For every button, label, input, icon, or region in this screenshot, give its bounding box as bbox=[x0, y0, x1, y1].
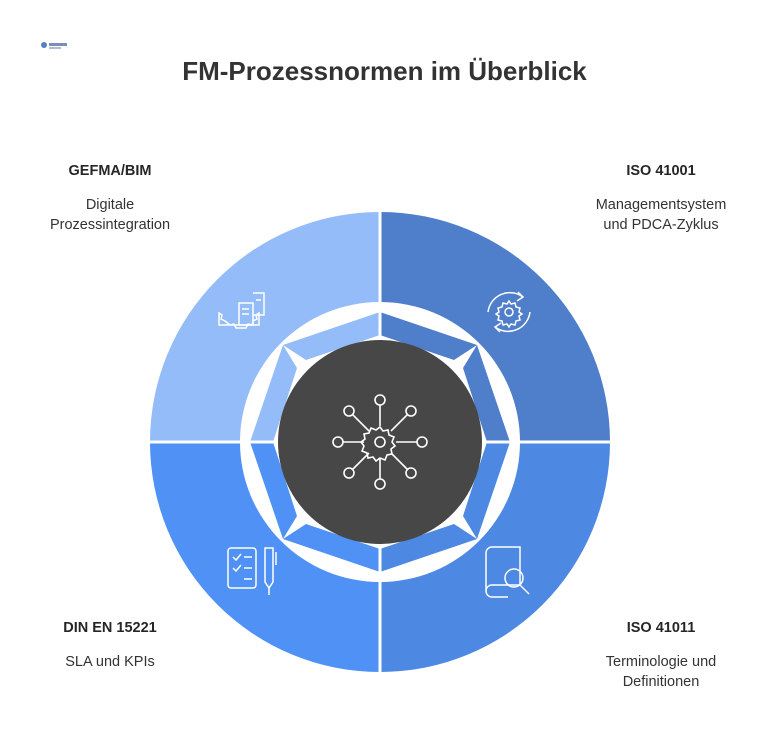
connector-top-right bbox=[380, 312, 510, 442]
label-iso-41011: ISO 41011 Terminologie und Definitionen bbox=[551, 620, 769, 692]
label-gefma-bim: GEFMA/BIM Digitale Prozessintegration bbox=[0, 163, 220, 235]
label-description: Managementsystem und PDCA-Zyklus bbox=[595, 197, 727, 233]
label-heading: ISO 41011 bbox=[626, 620, 696, 636]
label-heading: ISO 41001 bbox=[626, 163, 696, 179]
checklist-pen-icon bbox=[227, 547, 277, 595]
connector-bottom-left bbox=[250, 442, 380, 572]
book-search-icon bbox=[485, 546, 530, 598]
connector-top-left bbox=[250, 312, 380, 442]
label-description: Terminologie und Definitionen bbox=[605, 654, 717, 690]
gear-network-icon bbox=[332, 394, 428, 490]
label-din-en-15221: DIN EN 15221 SLA und KPIs bbox=[0, 620, 220, 672]
logo bbox=[41, 42, 67, 49]
label-heading: DIN EN 15221 bbox=[63, 620, 157, 636]
gear-documents-icon bbox=[218, 292, 265, 329]
label-description: Digitale Prozessintegration bbox=[49, 197, 171, 233]
connector-bottom-right bbox=[380, 442, 510, 572]
page-title: FM-Prozessnormen im Überblick bbox=[182, 56, 587, 86]
label-heading: GEFMA/BIM bbox=[68, 163, 152, 179]
gear-cycle-icon bbox=[487, 291, 531, 333]
center-hub bbox=[278, 340, 482, 544]
label-description: SLA und KPIs bbox=[65, 654, 155, 670]
label-iso-41001: ISO 41001 Managementsystem und PDCA-Zykl… bbox=[551, 163, 769, 235]
